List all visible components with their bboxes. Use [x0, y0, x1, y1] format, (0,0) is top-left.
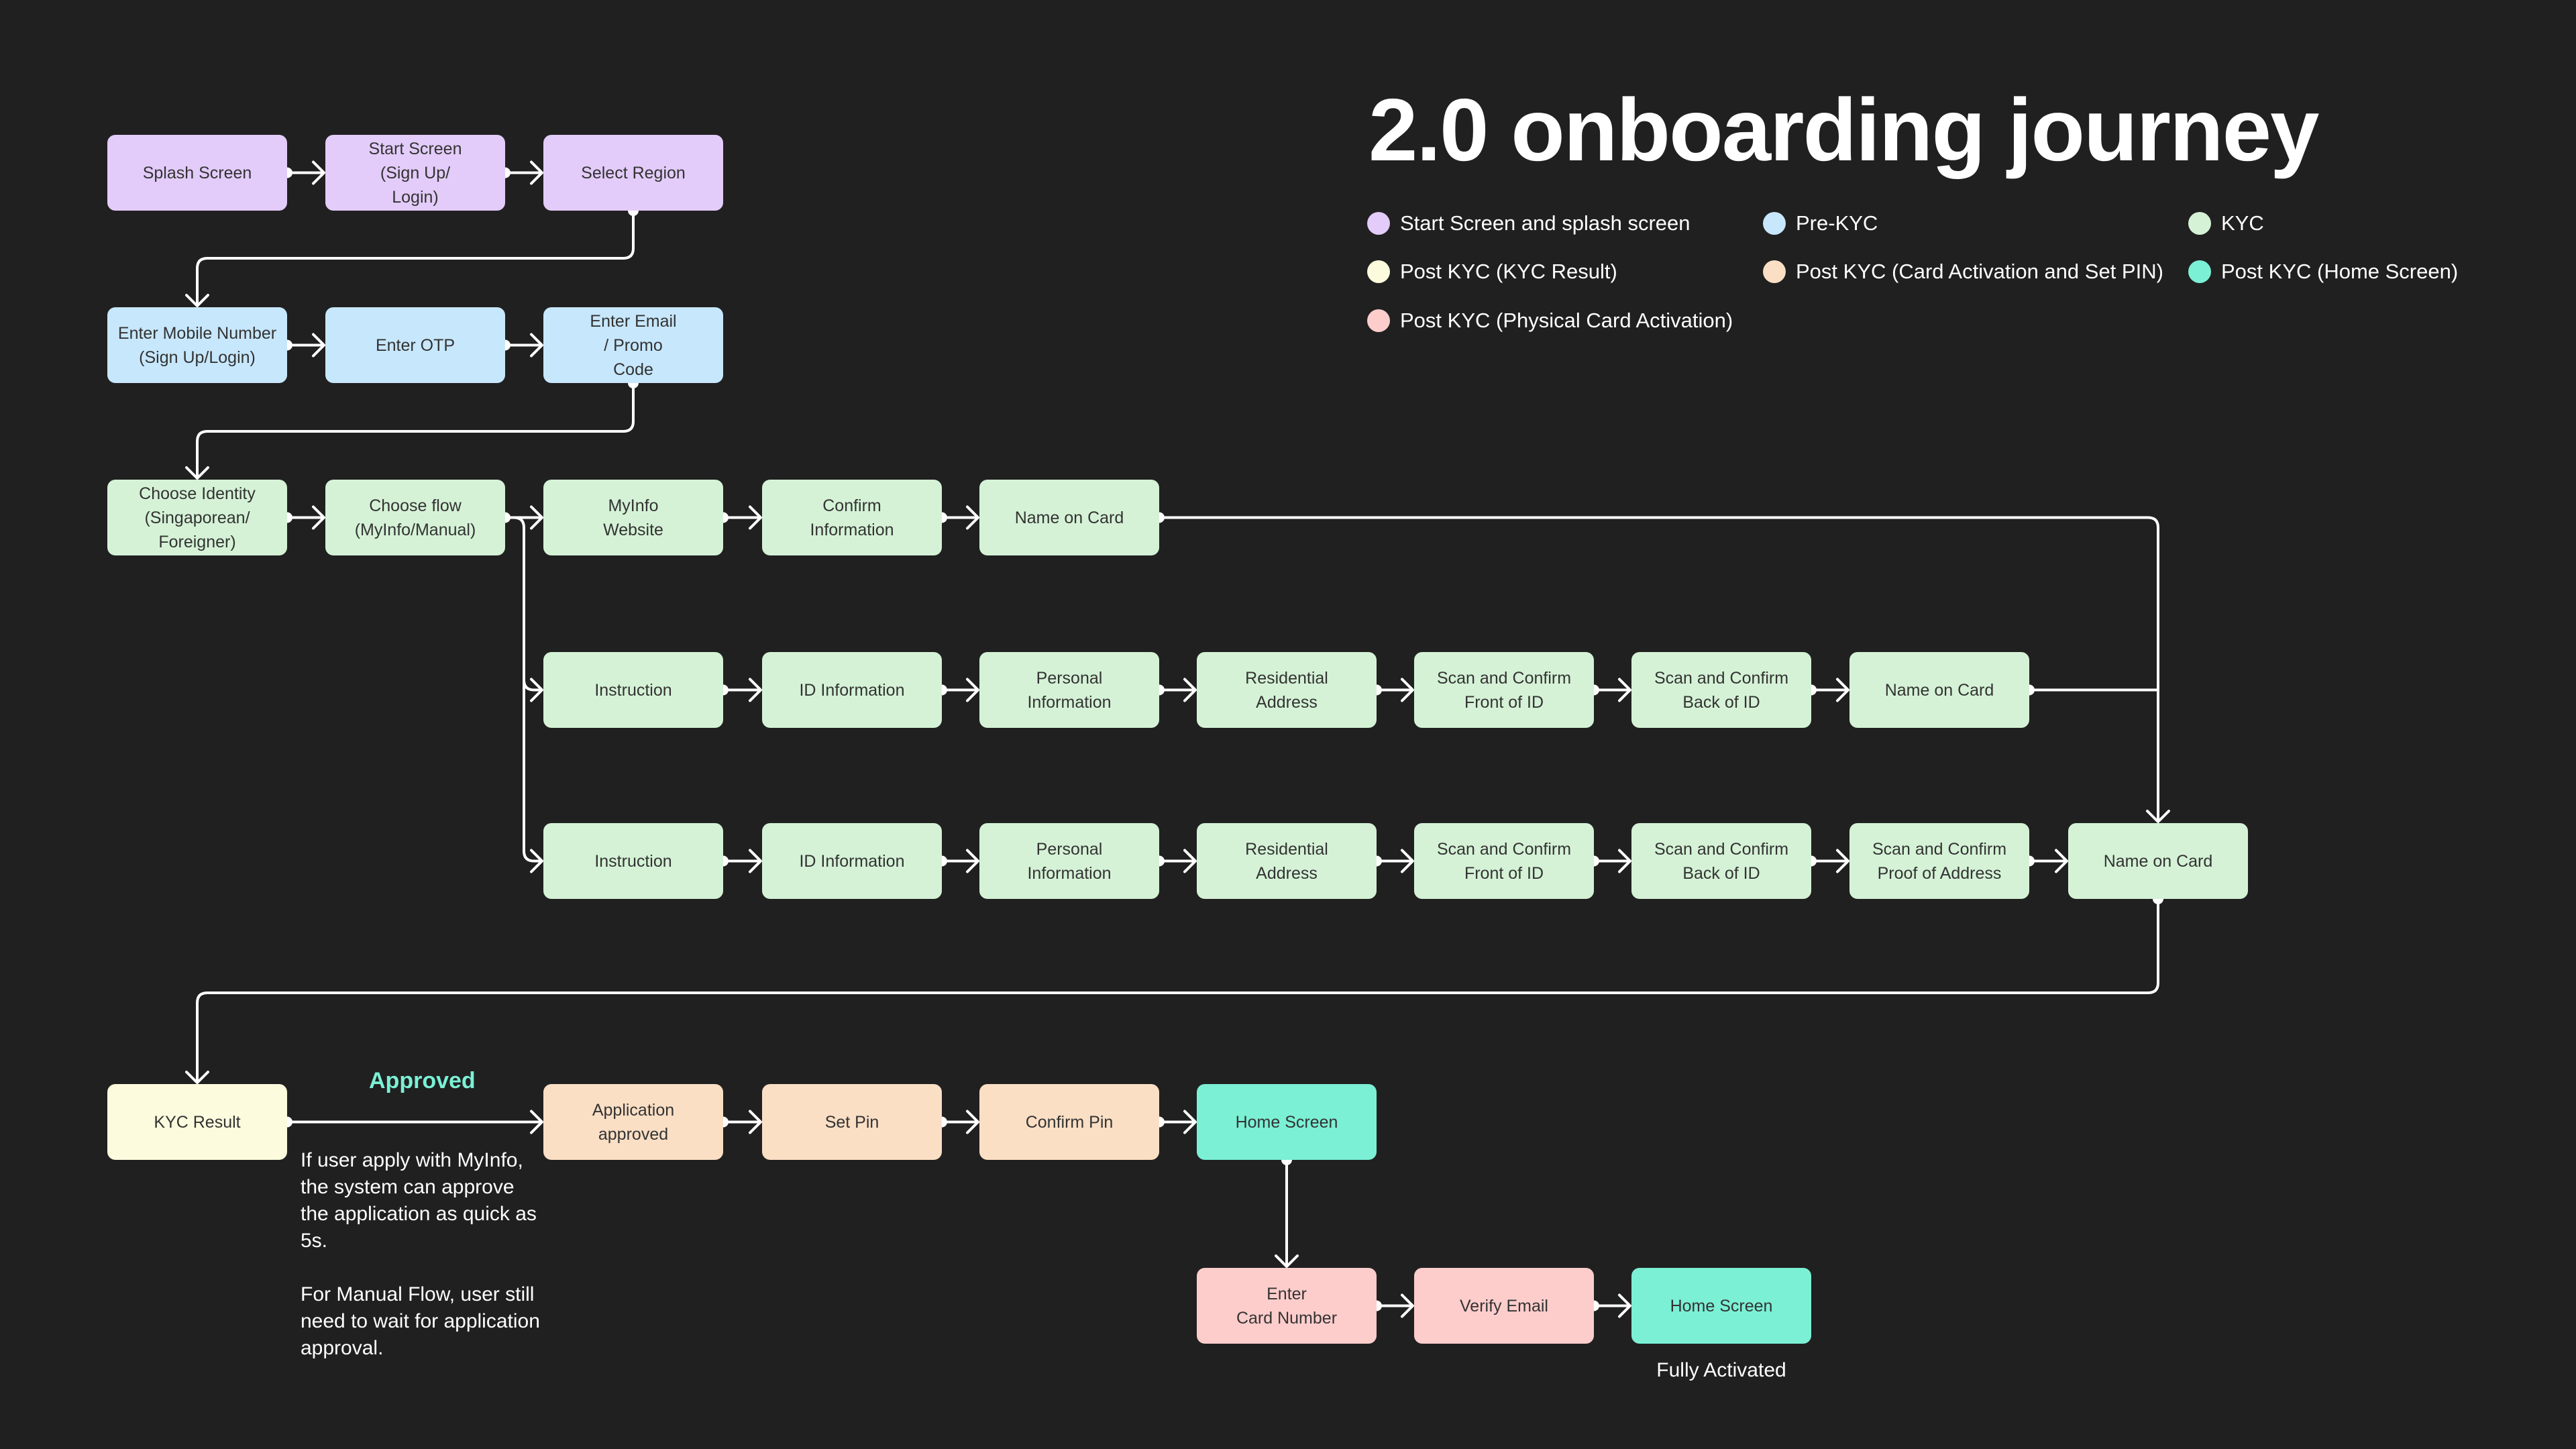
node-id-information[interactable]: ID Information [762, 823, 942, 899]
legend-dot-icon [2188, 260, 2211, 283]
legend-label: Start Screen and splash screen [1400, 211, 1690, 235]
node-splash-screen[interactable]: Splash Screen [107, 135, 287, 211]
legend-item: Pre-KYC [1763, 211, 1878, 235]
node-scan-and-confirm-back-of-id[interactable]: Scan and Confirm Back of ID [1631, 652, 1811, 728]
arrowhead-icon [530, 505, 543, 530]
arrowhead-icon [2055, 849, 2068, 873]
arrowhead-icon [185, 1071, 209, 1084]
node-enter-mobile-number-sign-up-login[interactable]: Enter Mobile Number (Sign Up/Login) [107, 307, 287, 383]
node-name-on-card[interactable]: Name on Card [2068, 823, 2248, 899]
legend-item: Post KYC (KYC Result) [1367, 260, 1617, 284]
arrowhead-icon [1275, 1254, 1299, 1268]
arrowhead-icon [749, 678, 762, 702]
arrowhead-icon [966, 1110, 979, 1134]
node-start-screen-sign-up-login[interactable]: Start Screen (Sign Up/ Login) [325, 135, 505, 211]
legend-dot-icon [1367, 260, 1390, 283]
fully-activated-label: Fully Activated [1656, 1359, 1786, 1381]
node-choose-identity-singaporean-foreigner[interactable]: Choose Identity (Singaporean/ Foreigner) [107, 480, 287, 555]
arrowhead-icon [749, 505, 762, 530]
arrowhead-icon [749, 1110, 762, 1134]
legend-label: Post KYC (Card Activation and Set PIN) [1796, 260, 2163, 283]
node-verify-email[interactable]: Verify Email [1414, 1268, 1594, 1344]
node-confirm-pin[interactable]: Confirm Pin [979, 1084, 1159, 1160]
approved-label: Approved [369, 1068, 476, 1093]
arrowhead-icon [312, 505, 325, 530]
legend-dot-icon [2188, 212, 2211, 235]
legend-label: Post KYC (Home Screen) [2221, 260, 2459, 283]
node-home-screen[interactable]: Home Screen [1197, 1084, 1377, 1160]
arrowhead-icon [1618, 849, 1631, 873]
node-choose-flow-myinfo-manual[interactable]: Choose flow (MyInfo/Manual) [325, 480, 505, 555]
connector [196, 211, 635, 306]
arrowhead-icon [1618, 678, 1631, 702]
connector [196, 899, 2159, 1083]
arrowhead-icon [1401, 678, 1414, 702]
legend-label: Post KYC (KYC Result) [1400, 260, 1617, 283]
legend-dot-icon [1763, 212, 1786, 235]
connector [505, 516, 542, 863]
arrowhead-icon [1401, 849, 1414, 873]
legend-item: Post KYC (Card Activation and Set PIN) [1763, 260, 2163, 284]
arrowhead-icon [1183, 1110, 1197, 1134]
node-personal-information[interactable]: Personal Information [979, 823, 1159, 899]
legend-item: Post KYC (Home Screen) [2188, 260, 2458, 284]
node-instruction[interactable]: Instruction [543, 652, 723, 728]
node-id-information[interactable]: ID Information [762, 652, 942, 728]
node-set-pin[interactable]: Set Pin [762, 1084, 942, 1160]
node-myinfo-website[interactable]: MyInfo Website [543, 480, 723, 555]
node-name-on-card[interactable]: Name on Card [979, 480, 1159, 555]
arrowhead-icon [2146, 810, 2170, 823]
arrowhead-icon [966, 505, 979, 530]
connector [523, 680, 542, 692]
node-personal-information[interactable]: Personal Information [979, 652, 1159, 728]
arrowhead-icon [749, 849, 762, 873]
legend-item: Post KYC (Physical Card Activation) [1367, 309, 1733, 333]
arrowhead-icon [312, 333, 325, 358]
arrowhead-icon [1836, 678, 1849, 702]
arrowhead-icon [185, 466, 209, 480]
legend-item: KYC [2188, 211, 2264, 235]
arrowhead-icon [312, 160, 325, 185]
arrowhead-icon [530, 849, 543, 873]
node-home-screen[interactable]: Home Screen [1631, 1268, 1811, 1344]
legend-label: Pre-KYC [1796, 211, 1878, 235]
arrowhead-icon [1183, 849, 1197, 873]
connector [196, 383, 635, 478]
node-scan-and-confirm-front-of-id[interactable]: Scan and Confirm Front of ID [1414, 652, 1594, 728]
node-scan-and-confirm-proof-of-address[interactable]: Scan and Confirm Proof of Address [1849, 823, 2029, 899]
arrowhead-icon [1836, 849, 1849, 873]
node-enter-otp[interactable]: Enter OTP [325, 307, 505, 383]
node-scan-and-confirm-back-of-id[interactable]: Scan and Confirm Back of ID [1631, 823, 1811, 899]
legend-dot-icon [1763, 260, 1786, 283]
legend-item: Start Screen and splash screen [1367, 211, 1690, 235]
node-enter-card-number[interactable]: Enter Card Number [1197, 1268, 1377, 1344]
node-residential-address[interactable]: Residential Address [1197, 823, 1377, 899]
arrowhead-icon [530, 160, 543, 185]
node-scan-and-confirm-front-of-id[interactable]: Scan and Confirm Front of ID [1414, 823, 1594, 899]
arrowhead-icon [530, 678, 543, 702]
legend-label: KYC [2221, 211, 2264, 235]
legend-dot-icon [1367, 309, 1390, 332]
node-instruction[interactable]: Instruction [543, 823, 723, 899]
node-confirm-information[interactable]: Confirm Information [762, 480, 942, 555]
arrowhead-icon [530, 333, 543, 358]
arrowhead-icon [185, 294, 209, 307]
connector [1159, 516, 2159, 822]
arrowhead-icon [1401, 1293, 1414, 1318]
node-name-on-card[interactable]: Name on Card [1849, 652, 2029, 728]
arrowhead-icon [1183, 678, 1197, 702]
node-select-region[interactable]: Select Region [543, 135, 723, 211]
page-title: 2.0 onboarding journey [1368, 80, 2319, 179]
node-enter-email-promo-code[interactable]: Enter Email / Promo Code [543, 307, 723, 383]
legend-dot-icon [1367, 212, 1390, 235]
node-application-approved[interactable]: Application approved [543, 1084, 723, 1160]
arrowhead-icon [966, 849, 979, 873]
node-residential-address[interactable]: Residential Address [1197, 652, 1377, 728]
arrowhead-icon [530, 1110, 543, 1134]
approval-note: If user apply with MyInfo, the system ca… [301, 1149, 540, 1359]
arrowhead-icon [1618, 1293, 1631, 1318]
arrowhead-icon [966, 678, 979, 702]
node-kyc-result[interactable]: KYC Result [107, 1084, 287, 1160]
legend-label: Post KYC (Physical Card Activation) [1400, 309, 1733, 332]
